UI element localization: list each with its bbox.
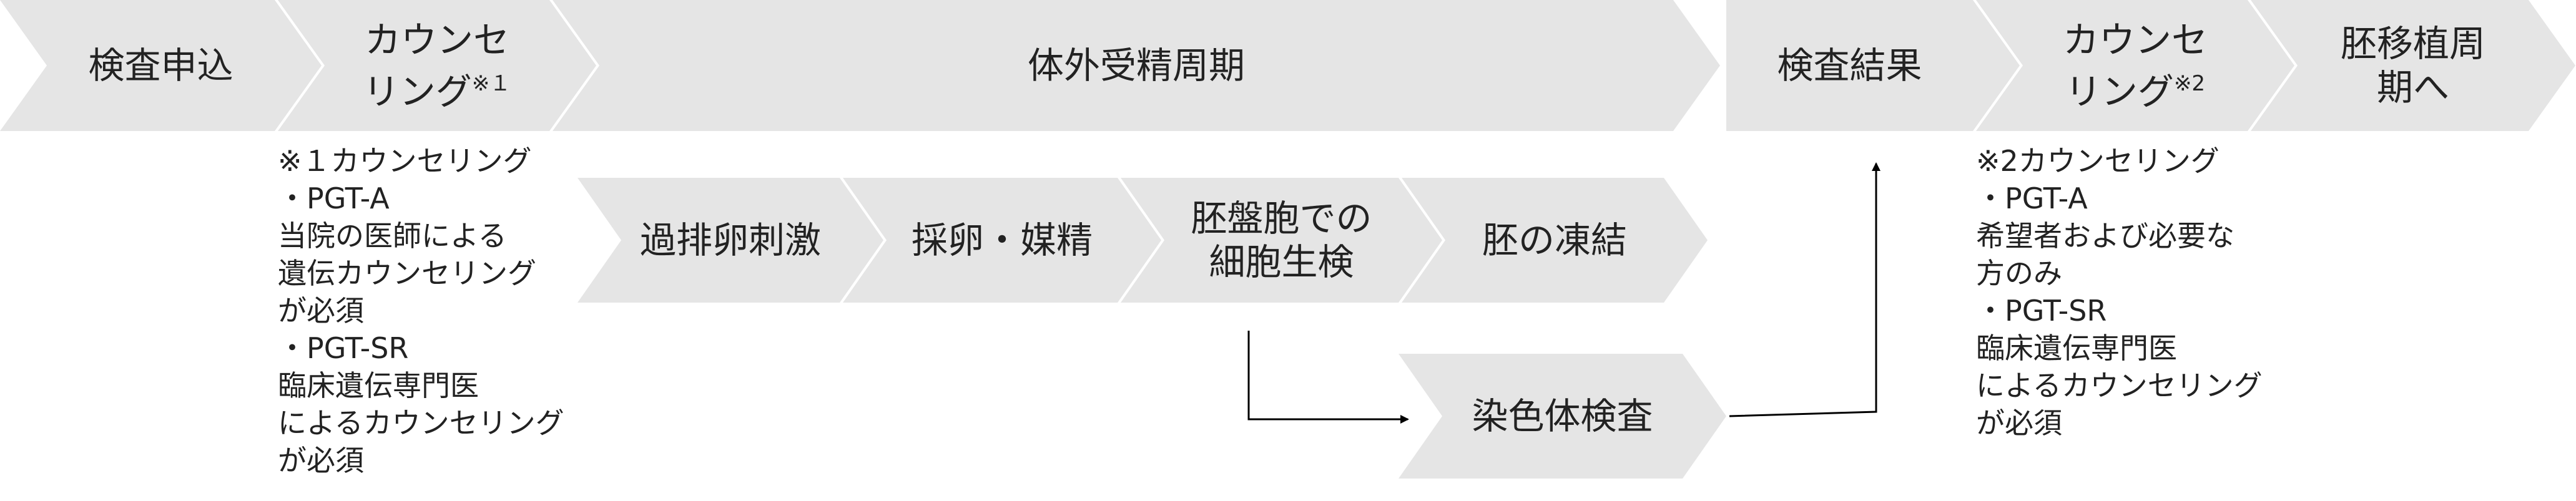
step-egg-retrieval: 採卵・媒精: [887, 178, 1118, 303]
stage-counseling-2: カウンセ リング※2: [2023, 0, 2248, 131]
note-1-line: が必須: [278, 294, 364, 328]
note-2-line: 希望者および必要な: [1976, 219, 2234, 253]
chevron-ovarian-stimulation: [578, 178, 883, 303]
note-2-line: ・PGT-A: [1976, 182, 2088, 215]
stage-counseling-2-line-1: カウンセ: [2062, 18, 2208, 61]
note-counseling-1: ※１カウンセリング ・PGT-A 当院の医師による 遺伝カウンセリング が必須 …: [278, 142, 578, 498]
note-mark-1: ※１: [471, 71, 511, 96]
stage-counseling-2-line-2: リング※2: [2065, 70, 2206, 113]
stage-ivf-cycle-line-1: 体外受精周期: [1027, 44, 1245, 87]
note-2-line: によるカウンセリング: [1976, 369, 2263, 402]
chevron-exam-application: [0, 0, 322, 131]
note-2-line: 臨床遺伝専門医: [1976, 331, 2177, 365]
chevron-ivf-cycle: [553, 0, 1720, 131]
step-embryo-freezing: 胚の凍結: [1445, 178, 1664, 303]
note-counseling-2: ※2カウンセリング ・PGT-A 希望者および必要な 方のみ ・PGT-SR 臨…: [1976, 142, 2301, 467]
stage-ivf-cycle: 体外受精周期: [599, 0, 1673, 131]
note-1-line: 遺伝カウンセリング: [278, 256, 536, 290]
chevron-chromosome-test: [1399, 354, 1726, 479]
chevron-counseling-2: [1976, 0, 2294, 131]
note-1-line: ・PGT-SR: [278, 331, 409, 365]
note-2-line: 方のみ: [1976, 256, 2062, 290]
chevron-counseling-1: [278, 0, 596, 131]
step-embryo-freezing-line-1: 胚の凍結: [1482, 219, 1627, 261]
note-1-line: ※１カウンセリング: [278, 144, 532, 178]
note-mark-2: ※2: [2173, 71, 2206, 96]
arrow-biopsy-to-chromosome-test: [1247, 331, 1409, 424]
step-ovarian-stimulation: 過排卵刺激: [621, 178, 840, 303]
step-chromosome-test-line-1: 染色体検査: [1472, 395, 1653, 437]
stage-embryo-transfer: 胚移植周 期へ: [2298, 0, 2529, 131]
step-egg-retrieval-line-1: 採卵・媒精: [911, 219, 1093, 261]
note-1-line: によるカウンセリング: [278, 406, 564, 440]
step-chromosome-test: 染色体検査: [1442, 354, 1683, 479]
note-2-line: ※2カウンセリング: [1976, 144, 2220, 178]
chevron-exam-results: [1726, 0, 2020, 131]
stage-embryo-transfer-line-1: 胚移植周: [2340, 22, 2485, 65]
step-ovarian-stimulation-line-1: 過排卵刺激: [639, 219, 821, 261]
stage-exam-results-line-1: 検査結果: [1777, 44, 1922, 87]
note-1-line: 当院の医師による: [278, 219, 507, 253]
step-blastocyst-biopsy: 胚盤胞での 細胞生検: [1164, 178, 1399, 303]
chevron-embryo-transfer: [2251, 0, 2575, 131]
stage-exam-results: 検査結果: [1726, 0, 1973, 131]
arrow-chromosome-test-to-results: [1729, 162, 1880, 417]
chevron-blastocyst-biopsy: [1121, 178, 1442, 303]
stage-embryo-transfer-line-2: 期へ: [2376, 66, 2449, 109]
note-1-line: 臨床遺伝専門医: [278, 369, 479, 402]
stage-exam-application: 検査申込: [47, 0, 275, 131]
note-1-line: が必須: [278, 444, 364, 477]
stage-counseling-1-line-2: リング※１: [363, 70, 511, 113]
stage-exam-application-line-1: 検査申込: [88, 44, 234, 87]
note-1-line: ・PGT-A: [278, 182, 390, 215]
step-blastocyst-biopsy-line-1: 胚盤胞での: [1191, 197, 1372, 240]
note-2-line: ・PGT-SR: [1976, 294, 2107, 328]
note-2-line: が必須: [1976, 406, 2062, 440]
chevron-egg-retrieval: [843, 178, 1161, 303]
step-blastocyst-biopsy-line-2: 細胞生検: [1209, 241, 1354, 283]
chevron-embryo-freezing: [1402, 178, 1708, 303]
stage-counseling-1: カウンセ リング※１: [325, 0, 549, 131]
stage-counseling-1-line-1: カウンセ: [364, 18, 509, 61]
